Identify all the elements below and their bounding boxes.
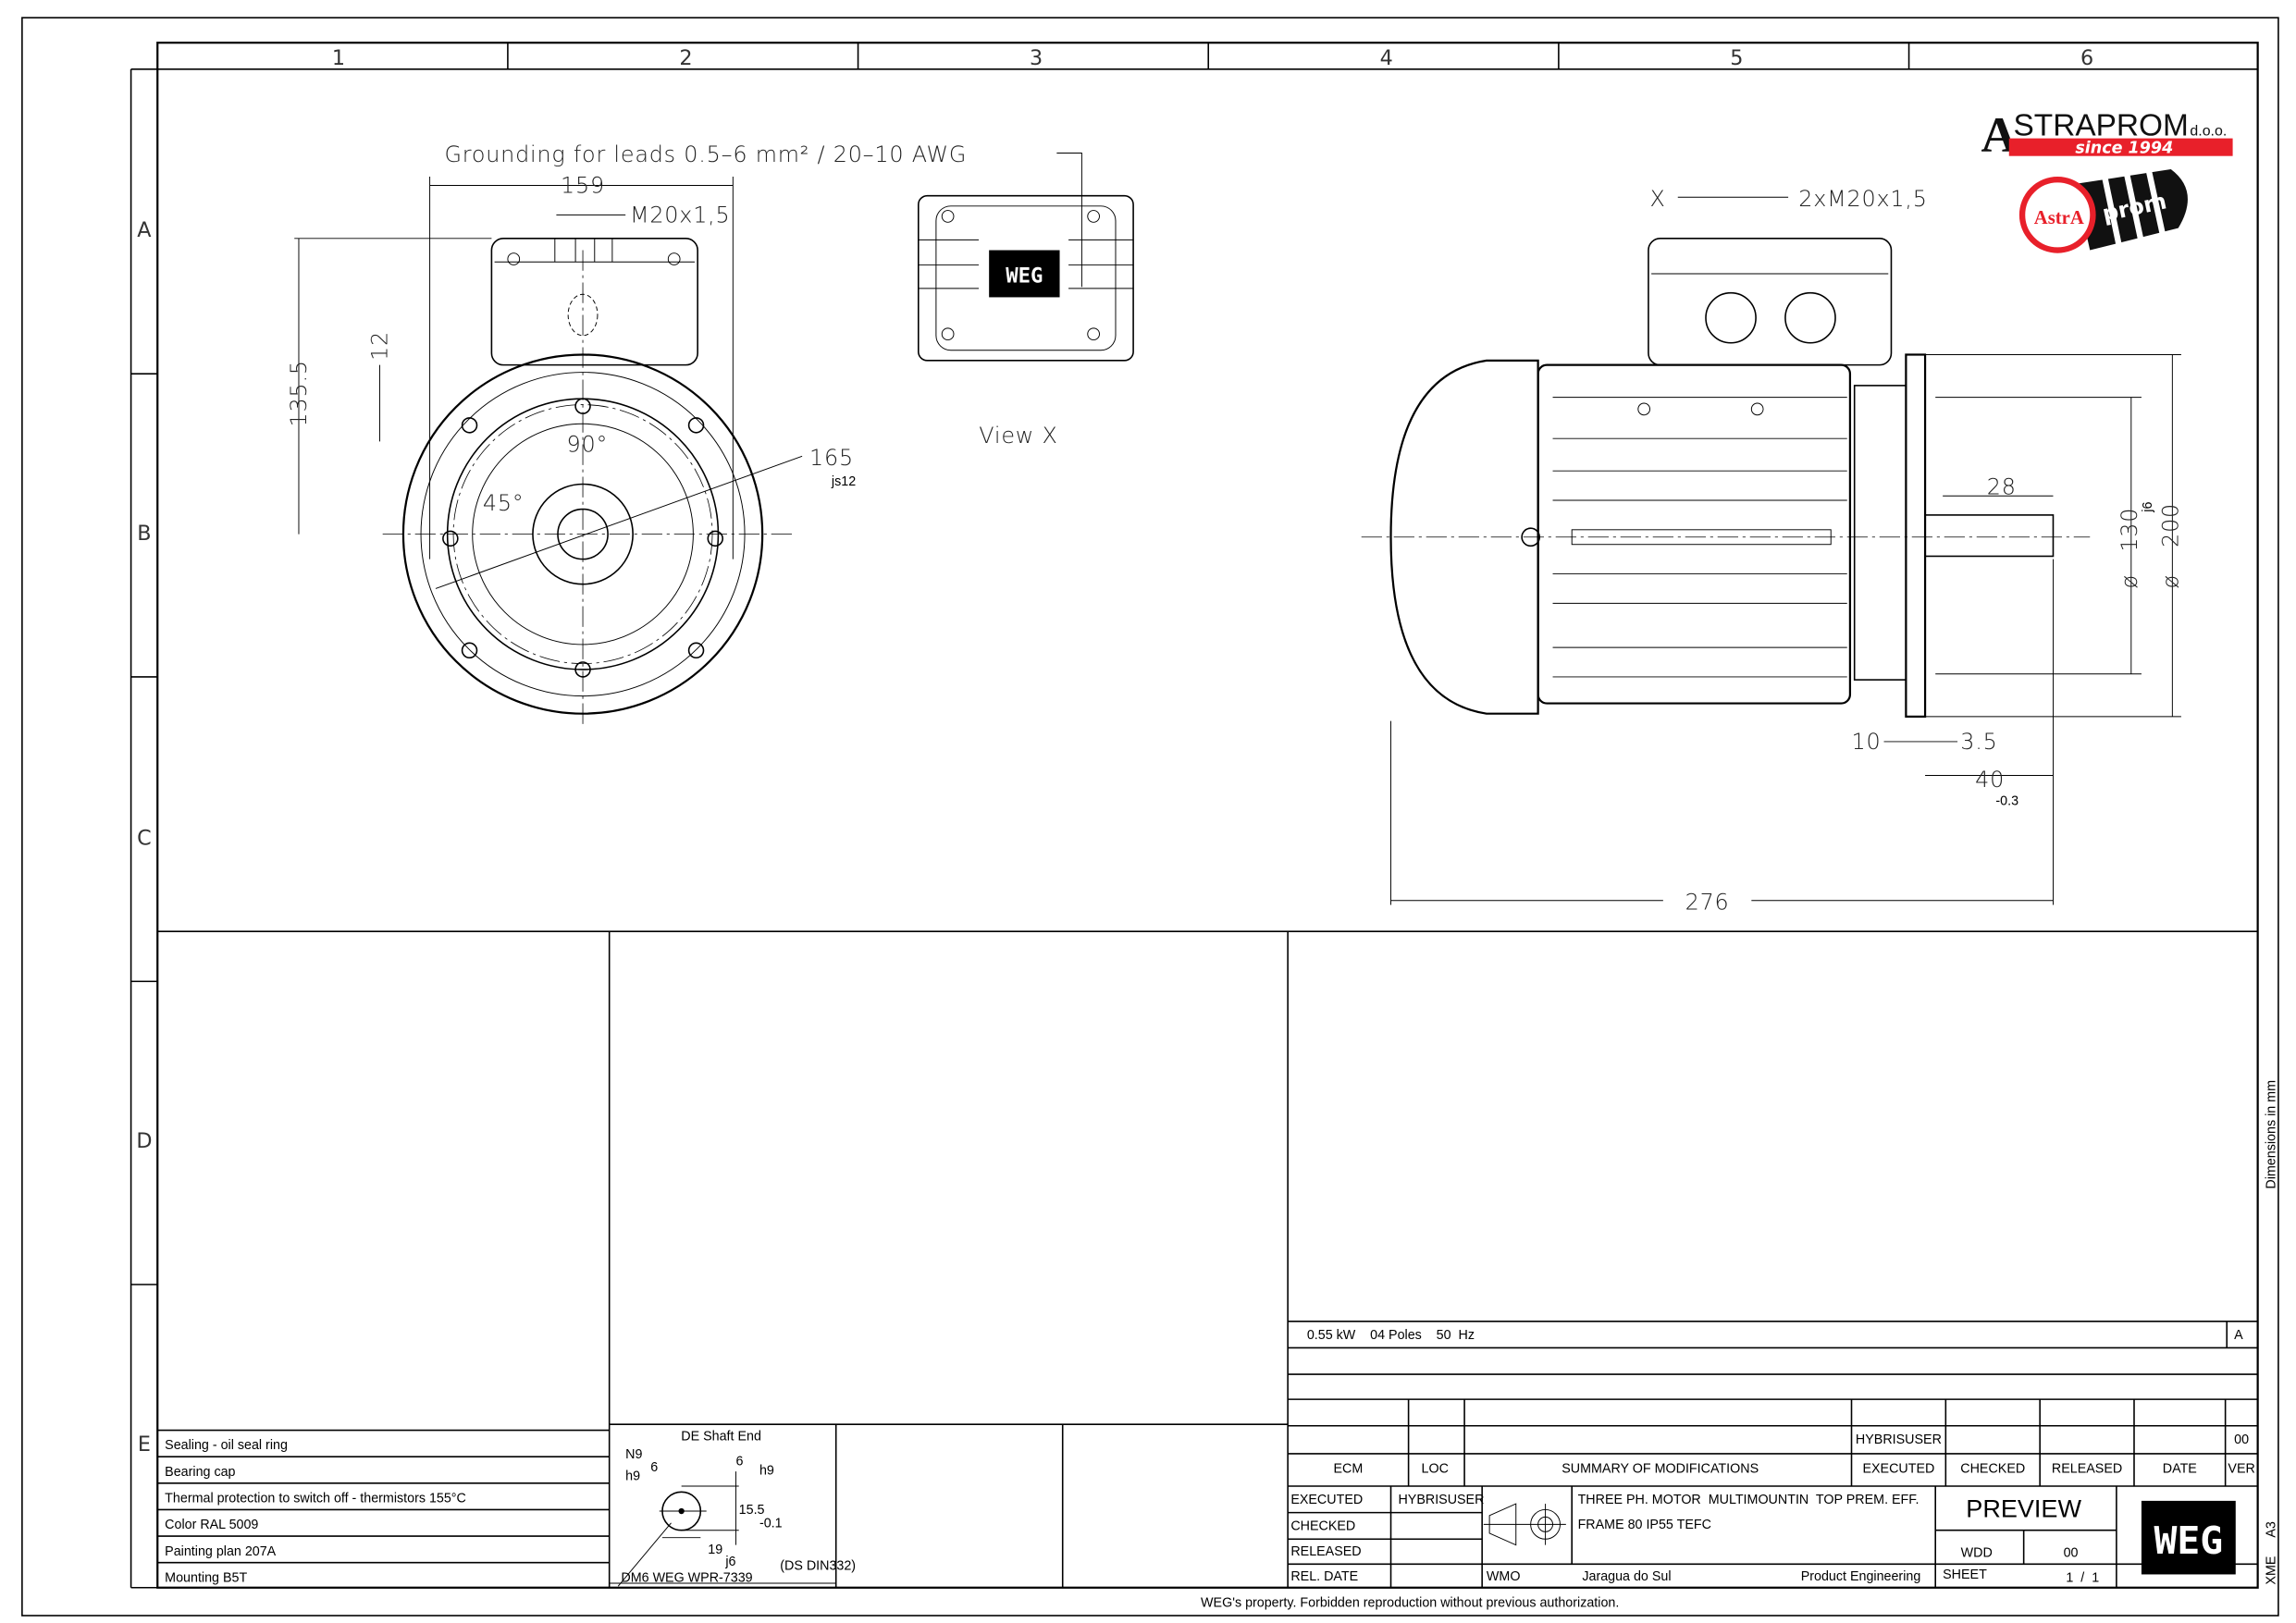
astraprom-suffix: d.o.o.: [2190, 123, 2227, 139]
dim-10: 10: [1852, 729, 1882, 755]
row-label: E: [138, 1432, 151, 1457]
motor-rating: 0.55 kW 04 Poles 50 Hz: [1307, 1328, 1475, 1343]
dia-symbol-200: ø: [2158, 574, 2184, 588]
header-summary: SUMMARY OF MODIFICATIONS: [1562, 1462, 1759, 1477]
sheet-value: 1 / 1: [2066, 1570, 2099, 1585]
note-item: Painting plan 207A: [165, 1544, 276, 1559]
astraprom-since: since 1994: [2075, 140, 2173, 158]
note-item: Sealing - oil seal ring: [165, 1438, 288, 1453]
revision-letter: A: [2234, 1328, 2243, 1343]
x-mark: X: [1650, 186, 1666, 212]
row-label: B: [137, 522, 151, 546]
dimensions-note: Dimensions in mm: [2265, 1080, 2279, 1189]
astra-logo-text: AstrA: [2034, 208, 2084, 228]
dim-28: 28: [1987, 474, 2017, 500]
header-ver: VER: [2228, 1462, 2254, 1477]
dim-165: 165: [809, 445, 854, 471]
din-standard: (DS DIN332): [780, 1559, 856, 1574]
dim-135-5: 135.5: [286, 360, 312, 426]
angle-90: 90°: [567, 431, 609, 457]
astraprom-logo: A STRAPROM d.o.o. since 1994 AstrA prom: [1981, 107, 2233, 253]
column-label: 5: [1730, 46, 1743, 70]
dim-130: 130: [2117, 508, 2142, 552]
row-label: A: [137, 218, 152, 242]
dim-glands-side: 2xM20x1,5: [1798, 186, 1927, 212]
dim-130-tolerance: j6: [2141, 502, 2155, 513]
sheet-code: XME: [2265, 1556, 2279, 1585]
tol-15-5: -0.1: [759, 1517, 783, 1531]
dim-12: 12: [366, 331, 392, 361]
rel-date-label: REL. DATE: [1290, 1569, 1358, 1584]
shaft-end-title: DE Shaft End: [681, 1430, 761, 1445]
column-label: 6: [2080, 46, 2093, 70]
executed-by: HYBRISUSER: [1398, 1493, 1484, 1507]
sheet-label: SHEET: [1943, 1568, 1987, 1582]
weg-logo: WEG: [2154, 1518, 2224, 1563]
dim-159: 159: [561, 172, 605, 198]
description-line-2: FRAME 80 IP55 TEFC: [1578, 1518, 1711, 1532]
copyright-footer: WEG's property. Forbidden reproduction w…: [1201, 1595, 1619, 1610]
dim-3-5: 3.5: [1960, 729, 1997, 755]
note-item: Thermal protection to switch off - therm…: [165, 1491, 466, 1506]
released-label: RELEASED: [1290, 1544, 1361, 1559]
dim-40: 40: [1975, 767, 2005, 793]
column-label: 3: [1030, 46, 1043, 70]
dim-15-5: 15.5: [739, 1503, 765, 1518]
dim-200: 200: [2158, 503, 2184, 547]
document-type: WDD: [1961, 1545, 1993, 1560]
header-loc: LOC: [1422, 1462, 1449, 1477]
center-hole-spec: DM6 WEG WPR-7339: [621, 1570, 752, 1585]
executed-label: EXECUTED: [1290, 1493, 1363, 1507]
column-label: 2: [679, 46, 692, 70]
tol-19: j6: [724, 1555, 735, 1569]
grounding-note: Grounding for leads 0.5–6 mm² / 20–10 AW…: [444, 141, 967, 167]
side-view: X 2xM20x1,5 28 ø 130 j6 ø 200 10 3.5 40 …: [1361, 186, 2184, 916]
rev-ver: 00: [2234, 1432, 2249, 1447]
header-ecm: ECM: [1333, 1462, 1363, 1477]
column-label: 1: [332, 46, 345, 70]
header-released: RELEASED: [2052, 1462, 2122, 1477]
wmo-label: WMO: [1487, 1569, 1521, 1584]
checked-label: CHECKED: [1290, 1519, 1355, 1534]
key-height: 6: [736, 1455, 744, 1469]
dim-19: 19: [708, 1543, 722, 1557]
notes-table: Sealing - oil seal ring Bearing cap Ther…: [157, 1429, 610, 1585]
row-label: C: [137, 826, 152, 850]
sheet-frame: 1 2 3 4 5 6 A B C D E Dimensions in mm A…: [21, 17, 2279, 1617]
view-x: WEG View X: [918, 194, 1134, 449]
note-item: Bearing cap: [165, 1465, 235, 1480]
dim-40-tolerance: -0.3: [1995, 793, 2018, 808]
dim-gland-front: M20x1,5: [630, 202, 731, 227]
document-status: PREVIEW: [1966, 1494, 2081, 1522]
tol-n9: N9: [625, 1447, 642, 1462]
dim-276: 276: [1685, 889, 1730, 915]
dia-symbol-130: ø: [2117, 574, 2142, 588]
tol-h9-b: h9: [759, 1463, 774, 1478]
front-view: 159 M20x1,5 135.5 12 90° 45° 165 js12: [286, 172, 856, 724]
header-executed: EXECUTED: [1862, 1462, 1934, 1477]
view-x-label: View X: [979, 423, 1057, 449]
department: Product Engineering: [1801, 1569, 1921, 1584]
title-block: 0.55 kW 04 Poles 50 Hz A HYBRISUSER 00 E…: [1288, 1320, 2258, 1588]
sheet-format: A3: [2265, 1521, 2279, 1538]
document-version: 00: [2064, 1545, 2079, 1560]
key-width: 6: [650, 1460, 658, 1475]
rev-executed-by: HYBRISUSER: [1856, 1432, 1942, 1447]
tol-h9: h9: [625, 1469, 640, 1484]
note-item: Color RAL 5009: [165, 1518, 258, 1532]
location: Jaragua do Sul: [1582, 1569, 1671, 1584]
header-checked: CHECKED: [1960, 1462, 2025, 1477]
weg-logo-small: WEG: [1006, 264, 1043, 289]
angle-45: 45°: [483, 490, 525, 516]
shaft-end-detail: DE Shaft End N9 h9 6 6 h9 15.5 -0.1 19 j…: [609, 1423, 1289, 1588]
dim-165-tolerance: js12: [831, 474, 856, 489]
column-label: 4: [1380, 46, 1393, 70]
note-item: Mounting B5T: [165, 1570, 247, 1585]
row-label: D: [136, 1129, 152, 1153]
header-date: DATE: [2163, 1462, 2197, 1477]
astraprom-name: STRAPROM: [2014, 108, 2189, 142]
description-line-1: THREE PH. MOTOR MULTIMOUNTIN TOP PREM. E…: [1578, 1493, 1920, 1507]
